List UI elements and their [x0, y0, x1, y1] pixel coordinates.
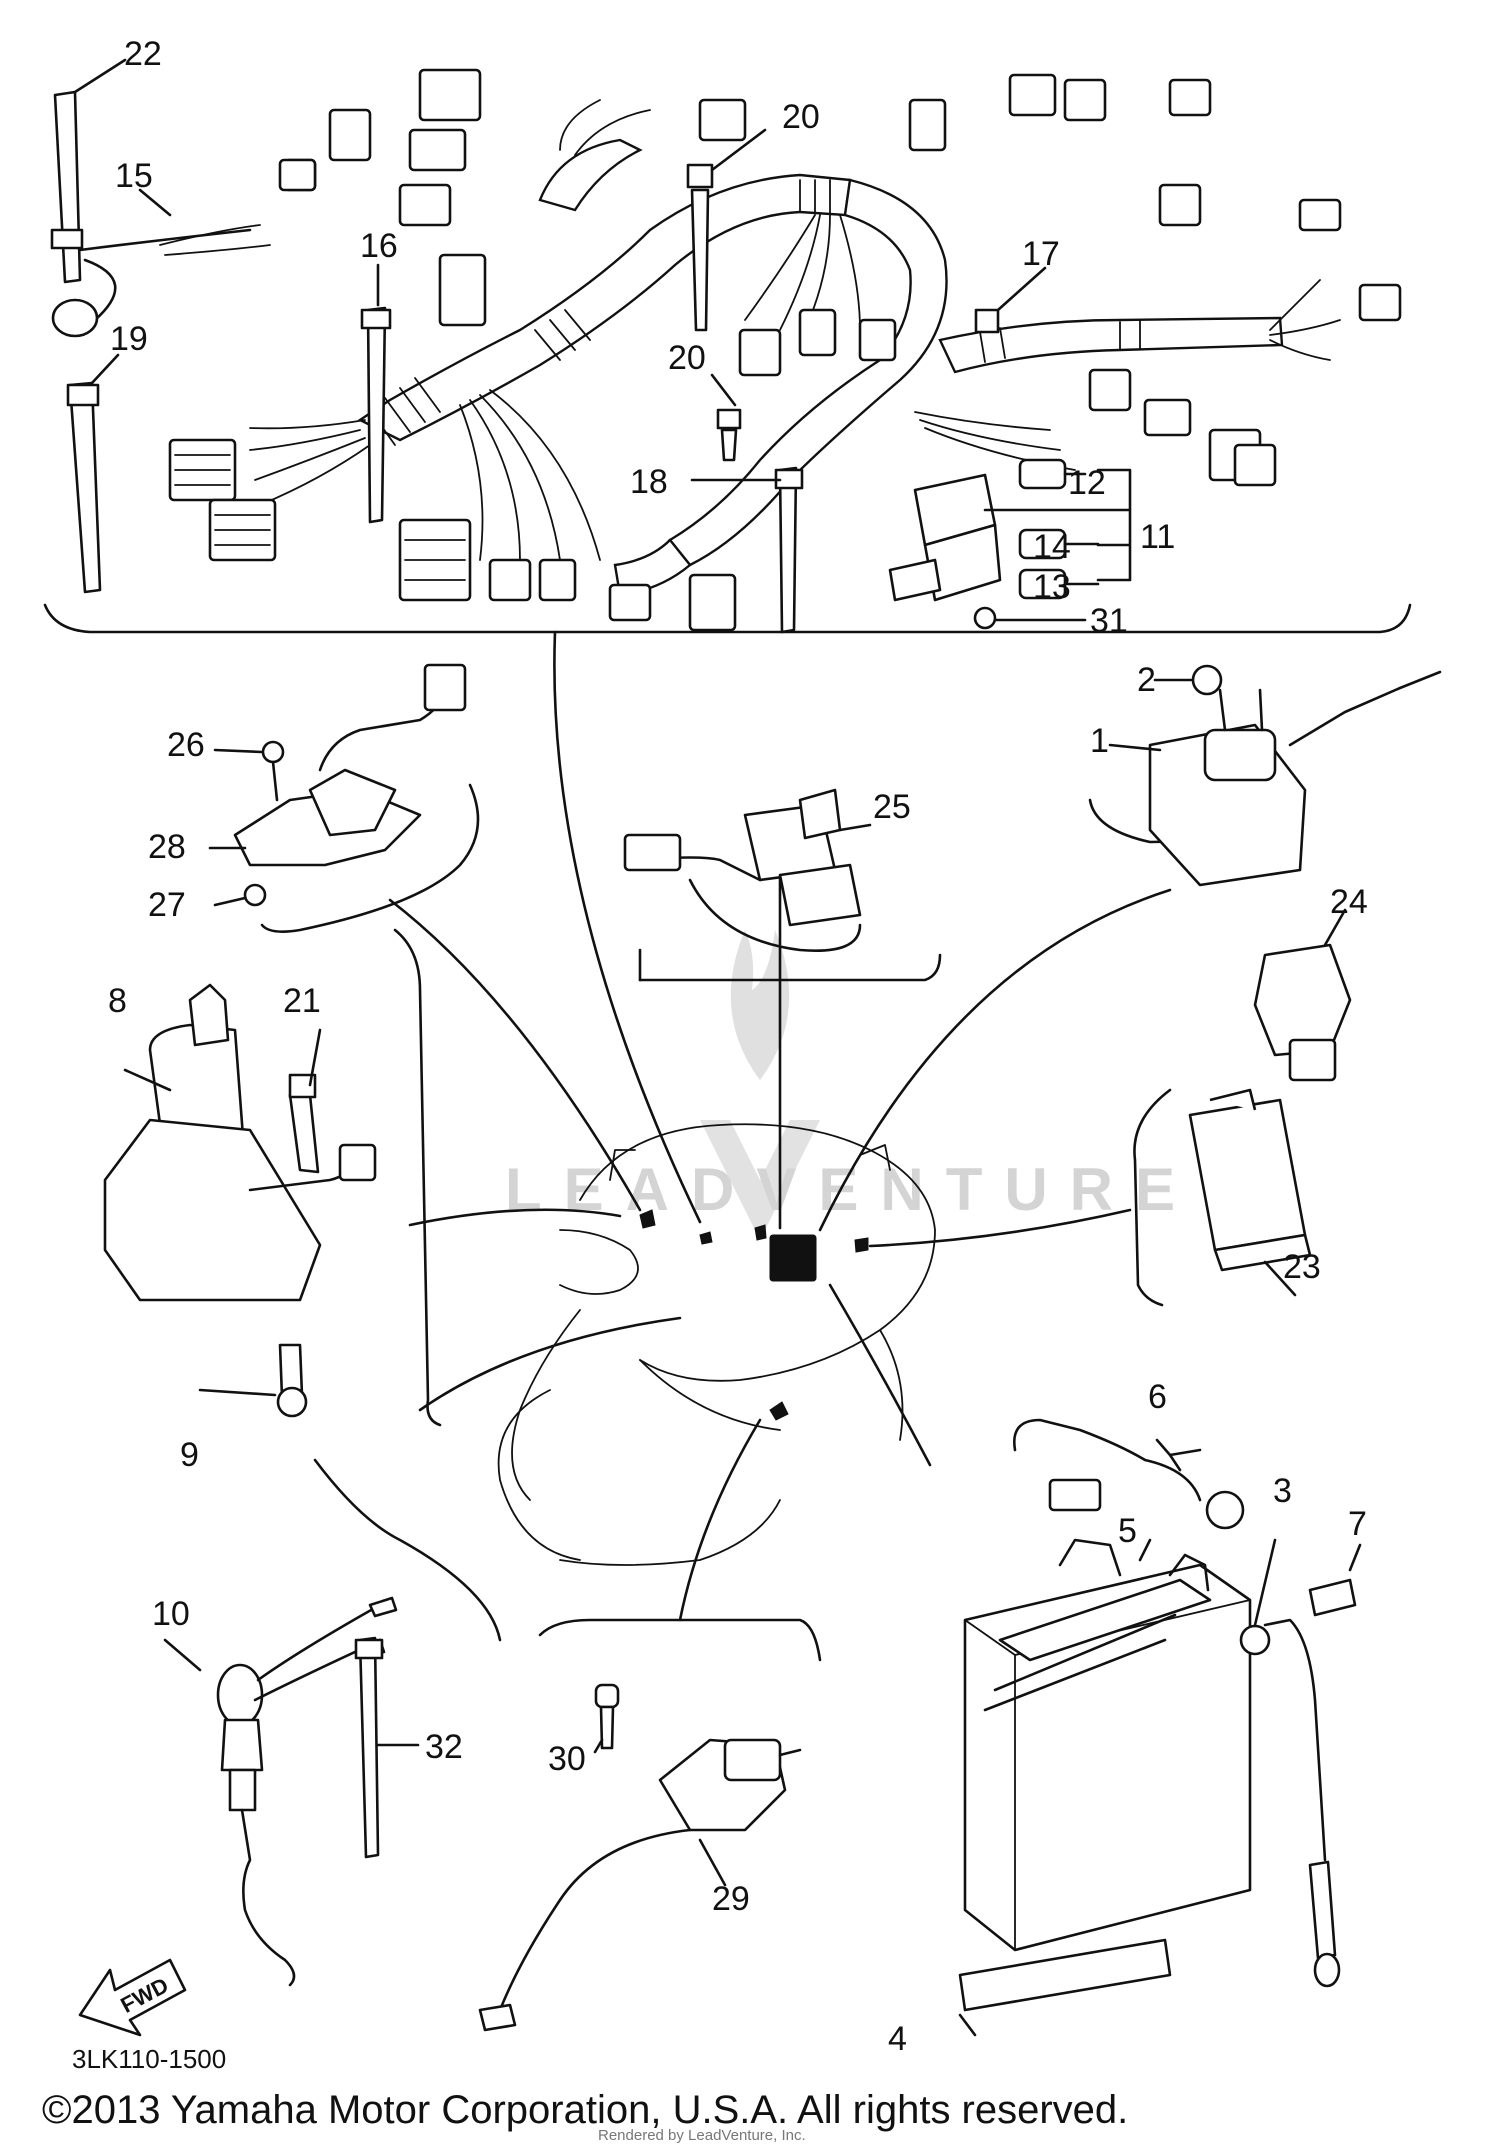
- group-battery: [958, 1418, 1362, 2037]
- callout-8: 8: [108, 982, 127, 1020]
- callout-10: 10: [152, 1595, 190, 1633]
- callout-4: 4: [888, 2020, 907, 2058]
- part-11-fuse-box: [888, 468, 1132, 602]
- leader-lines: [388, 630, 1172, 1622]
- callout-28: 28: [148, 828, 186, 866]
- callout-12: 12: [1068, 464, 1106, 502]
- fwd-arrow: FWD: [78, 1958, 187, 2037]
- callout-3: 3: [1273, 1472, 1292, 1510]
- callout-18: 18: [630, 463, 668, 501]
- callout-26: 26: [167, 726, 205, 764]
- callout-23: 23: [1283, 1248, 1321, 1286]
- part-13-fuse: [1018, 568, 1100, 600]
- callout-20-upper: 20: [782, 98, 820, 136]
- wire-harness: [159, 68, 1402, 632]
- part-14-fuse: [1018, 528, 1100, 560]
- group-10-32: [163, 1458, 502, 1987]
- part-20b-clip: [710, 373, 742, 462]
- group-29-30: [478, 1618, 822, 2032]
- group-1-2-24: [1088, 664, 1442, 1082]
- part-16-cable-tie: [360, 263, 392, 524]
- callout-labels: 22 15 19 16 20 20 17 18 12 11 14 13 31 2…: [108, 35, 1368, 2058]
- callout-29: 29: [712, 1880, 750, 1918]
- callout-31: 31: [1090, 602, 1128, 640]
- part-18-cable-tie: [690, 466, 804, 634]
- callout-6: 6: [1148, 1378, 1167, 1416]
- vehicle-outline: [497, 1123, 936, 1566]
- callout-13: 13: [1033, 568, 1071, 606]
- callout-17: 17: [1022, 235, 1060, 273]
- callout-21: 21: [283, 982, 321, 1020]
- callout-2: 2: [1137, 661, 1156, 699]
- callout-24: 24: [1330, 883, 1368, 921]
- group-25: [623, 788, 942, 982]
- callout-11: 11: [1140, 518, 1175, 556]
- part-31-screw: [973, 606, 1087, 630]
- callout-19: 19: [110, 320, 148, 358]
- callout-20-lower: 20: [668, 339, 706, 377]
- diagram-code: 3LK110-1500: [72, 2044, 226, 2074]
- callout-9: 9: [180, 1436, 199, 1474]
- callout-7: 7: [1348, 1505, 1367, 1543]
- group-26-28: [208, 663, 480, 933]
- rendered-by-notice: Rendered by LeadVenture, Inc.: [598, 2127, 806, 2144]
- group-8-9-21: [103, 928, 442, 1427]
- part-22-cable-tie: [50, 58, 127, 284]
- callout-14: 14: [1033, 528, 1071, 566]
- part-12-fuse: [1018, 458, 1087, 490]
- callout-32: 32: [425, 1728, 463, 1766]
- part-20a-clip: [686, 128, 767, 332]
- part-17-clip: [974, 266, 1047, 334]
- callout-16: 16: [360, 227, 398, 265]
- part-15-wire-lead: [51, 158, 317, 338]
- callout-1: 1: [1090, 722, 1109, 760]
- watermark: LEADVENTURE: [505, 930, 1175, 1240]
- callout-30: 30: [548, 1740, 586, 1778]
- part-23-unit: [1133, 1088, 1312, 1307]
- callout-27: 27: [148, 886, 186, 924]
- callout-5: 5: [1118, 1512, 1137, 1550]
- callout-25: 25: [873, 788, 911, 826]
- callout-15: 15: [115, 157, 153, 195]
- harness-bracket: [43, 603, 1412, 634]
- part-19-cable-tie: [66, 353, 120, 594]
- callout-22: 22: [124, 35, 162, 73]
- copyright-notice: ©2013 Yamaha Motor Corporation, U.S.A. A…: [42, 2088, 1128, 2132]
